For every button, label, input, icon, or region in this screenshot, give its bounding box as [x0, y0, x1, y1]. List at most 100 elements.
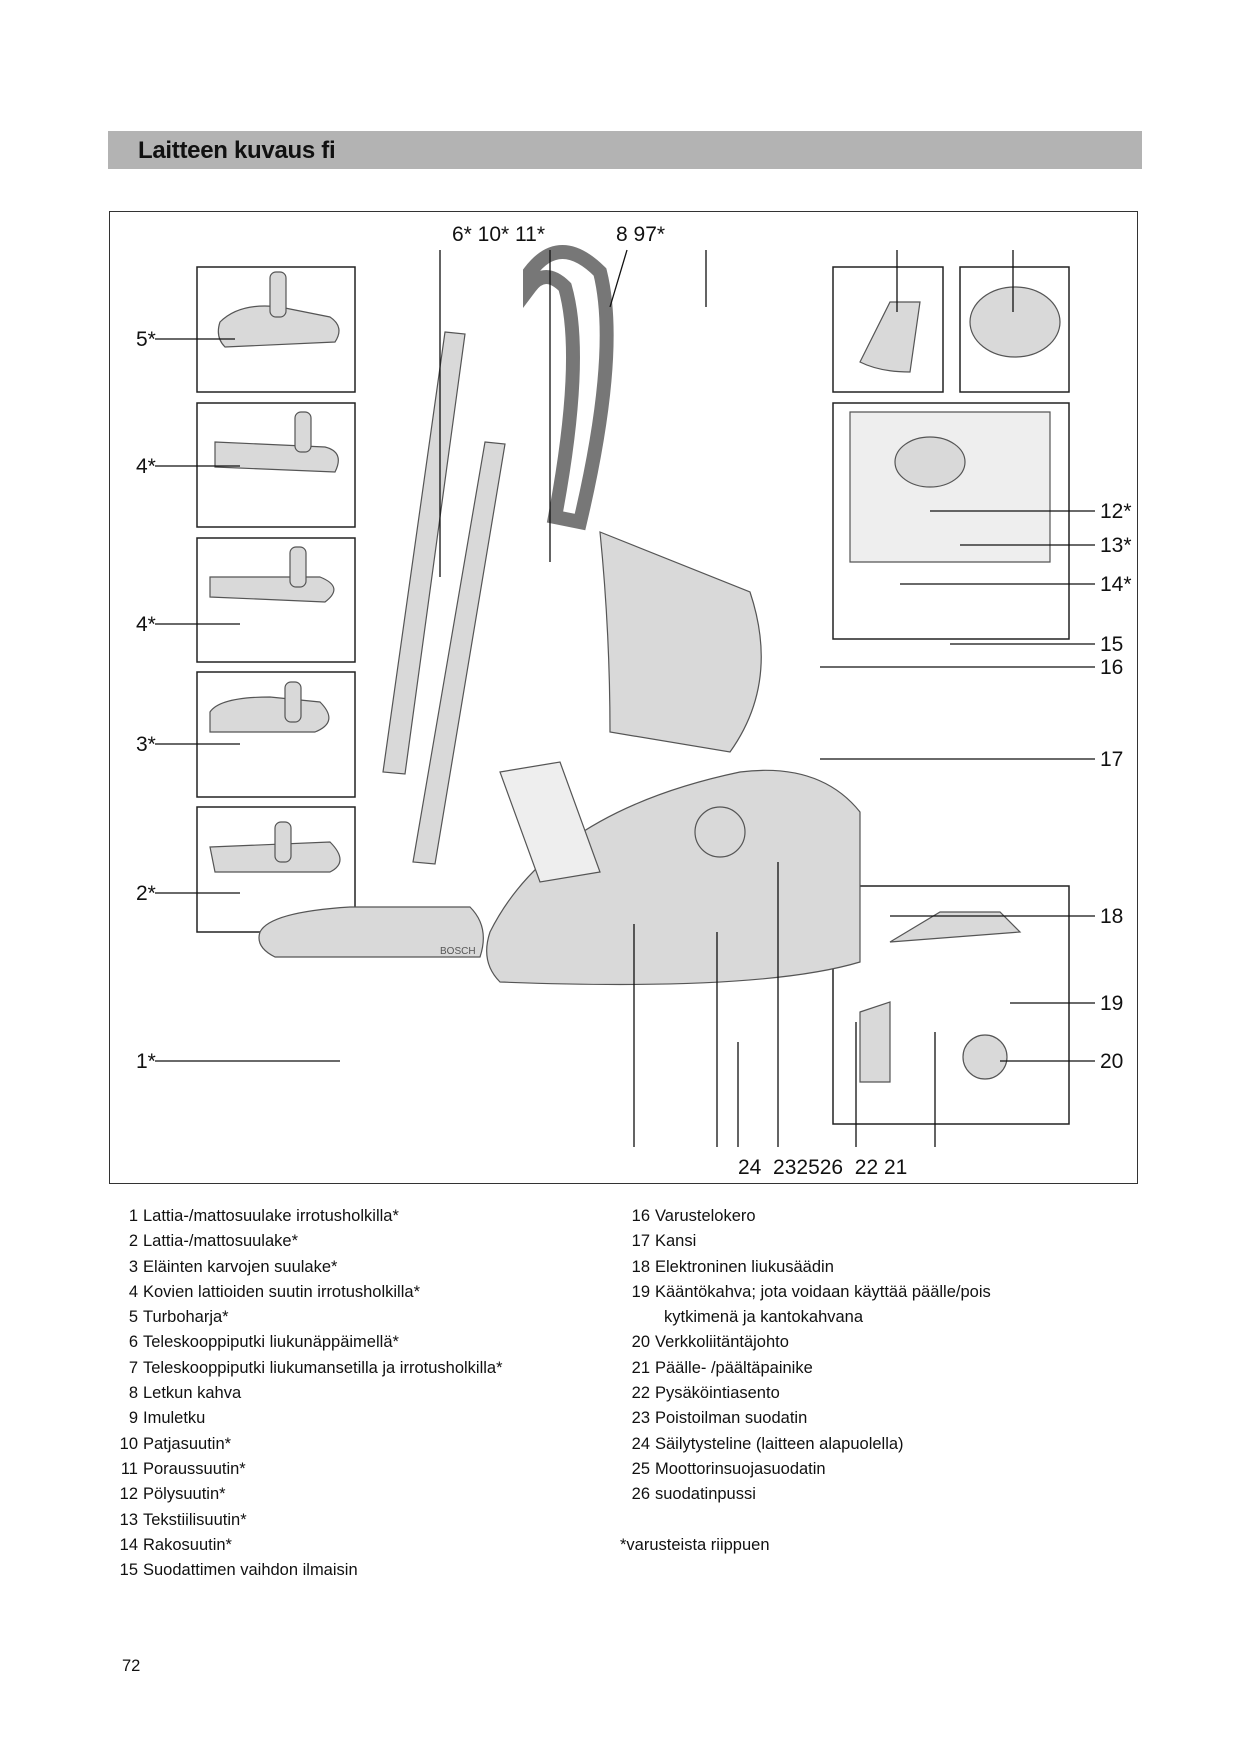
legend-item: 12 Pölysuutin*: [112, 1482, 503, 1507]
legend-text: Patjasuutin*: [143, 1434, 232, 1453]
label-6-10-11: 6* 10* 11*: [452, 223, 546, 246]
legend-item: 15 Suodattimen vaihdon ilmaisin: [112, 1558, 503, 1583]
legend-number: 13: [119, 1510, 138, 1529]
legend-number: 18: [631, 1257, 650, 1276]
legend-text: Kovien lattioiden suutin irrotusholkilla…: [143, 1282, 420, 1301]
legend-text: Eläinten karvojen suulake*: [143, 1257, 338, 1276]
legend-number: 21: [631, 1358, 650, 1377]
accessory-compartment-box: [832, 402, 1070, 640]
label-20: 20: [1100, 1050, 1124, 1073]
legend-text: Pölysuutin*: [143, 1485, 226, 1504]
legend-text: Säilytysteline (laitteen alapuolella): [655, 1434, 904, 1453]
legend-number: 5: [128, 1308, 138, 1327]
legend-number: 23: [631, 1409, 650, 1428]
label-17: 17: [1100, 748, 1124, 771]
legend-number: 8: [128, 1384, 138, 1403]
legend-text: Varustelokero: [655, 1207, 756, 1225]
label-4a: 4*: [136, 455, 156, 478]
legend-number: 22: [631, 1384, 650, 1403]
legend-number: 16: [631, 1207, 650, 1225]
legend-number: 9: [128, 1409, 138, 1428]
legend-item: 23 Poistoilman suodatin: [624, 1406, 991, 1431]
legend-number: 10: [119, 1434, 138, 1453]
legend-number: 19: [631, 1282, 650, 1301]
legend-text: Lattia-/mattosuulake*: [143, 1232, 299, 1251]
label-18: 18: [1100, 905, 1124, 928]
legend-number: 1: [128, 1207, 138, 1225]
legend-text: Imuletku: [143, 1409, 206, 1428]
legend-text: suodatinpussi: [655, 1485, 756, 1504]
footnote: *varusteista riippuen: [620, 1535, 770, 1554]
label-14: 14*: [1100, 573, 1132, 596]
legend-text: Suodattimen vaihdon ilmaisin: [143, 1561, 358, 1580]
legend-item: 4 Kovien lattioiden suutin irrotusholkill…: [112, 1280, 503, 1305]
legend-number: 6: [128, 1333, 138, 1352]
device-diagram: BOSCH: [109, 211, 1138, 1184]
legend-text: Kääntökahva; jota voidaan käyttää päälle…: [655, 1282, 991, 1301]
legend-item: 3 Eläinten karvojen suulake*: [112, 1255, 503, 1280]
turbo-brush-box: [196, 266, 356, 393]
legend-item: 7 Teleskooppiputki liukumansetilla ja irr…: [112, 1356, 503, 1381]
legend-item: 22 Pysäköintiasento: [624, 1381, 991, 1406]
label-4b: 4*: [136, 613, 156, 636]
legend-text: Teleskooppiputki liukumansetilla ja irro…: [143, 1358, 503, 1377]
legend-number: 14: [119, 1535, 138, 1554]
label-5: 5*: [136, 328, 156, 351]
page-number: 72: [122, 1657, 141, 1675]
legend-number: 26: [631, 1485, 650, 1504]
upholstery-nozzle-box: [832, 266, 944, 393]
legend-item: 10 Patjasuutin*: [112, 1432, 503, 1457]
legend-number: 11: [120, 1459, 138, 1478]
legend-number: 17: [631, 1232, 650, 1251]
legend-number: 15: [119, 1561, 138, 1580]
handle-detail-box: [832, 885, 1070, 1125]
legend-item: 5 Turboharja*: [112, 1305, 503, 1330]
section-title: Laitteen kuvaus fi: [138, 137, 336, 164]
legend-text: Letkun kahva: [143, 1384, 242, 1403]
legend-number: 24: [631, 1434, 650, 1453]
vacuum-illustration: BOSCH: [155, 245, 1095, 1147]
legend-text: Pysäköintiasento: [655, 1384, 780, 1403]
legend-text: Moottorinsuojasuodatin: [655, 1459, 826, 1478]
legend-text: Rakosuutin*: [143, 1535, 232, 1554]
legend-number: 7: [128, 1358, 138, 1377]
label-13: 13*: [1100, 534, 1132, 557]
legend-item: 19 Kääntökahva; jota voidaan käyttää pääl…: [624, 1280, 991, 1305]
mattress-nozzle-box: [959, 266, 1070, 393]
brand-logo: BOSCH: [440, 946, 476, 957]
pet-hair-nozzle-box: [196, 671, 356, 798]
legend-item: 21 Päälle- /päältäpainike: [624, 1356, 991, 1381]
bottom-labels: 24 232526 22 21: [738, 1156, 908, 1179]
legend-item: 9 Imuletku: [112, 1406, 503, 1431]
legend-text: Kansi: [655, 1232, 697, 1251]
legend-item: 6 Teleskooppiputki liukunäppäimellä*: [112, 1330, 503, 1355]
label-8-9-7: 8 97*: [616, 223, 666, 246]
legend-text: Päälle- /päältäpainike: [655, 1358, 813, 1377]
legend-item: 2 Lattia-/mattosuulake*: [112, 1229, 503, 1254]
legend-number: 12: [119, 1485, 138, 1504]
hard-floor-nozzle-box-1: [196, 402, 356, 528]
hard-floor-nozzle-box-2: [196, 537, 356, 663]
label-19: 19: [1100, 992, 1124, 1015]
legend-text: Teleskooppiputki liukunäppäimellä*: [143, 1333, 399, 1352]
legend-item-continuation: kytkimenä ja kantokahvana: [664, 1308, 864, 1327]
legend-item: 20 Verkkoliitäntäjohto: [624, 1330, 991, 1355]
legend-text: Verkkoliitäntäjohto: [655, 1333, 789, 1352]
legend-number: 2: [128, 1232, 138, 1251]
legend-text: Poistoilman suodatin: [655, 1409, 808, 1428]
legend-number: 3: [128, 1257, 138, 1276]
legend-item: 8 Letkun kahva: [112, 1381, 503, 1406]
legend-item: 1 Lattia-/mattosuulake irrotusholkilla*: [112, 1204, 503, 1229]
label-15: 15: [1100, 633, 1124, 656]
legend-number: 4: [128, 1282, 138, 1301]
legend-text: Turboharja*: [143, 1308, 229, 1327]
legend-number: 20: [631, 1333, 650, 1352]
legend-text: Lattia-/mattosuulake irrotusholkilla*: [143, 1207, 399, 1225]
label-2: 2*: [136, 882, 156, 905]
